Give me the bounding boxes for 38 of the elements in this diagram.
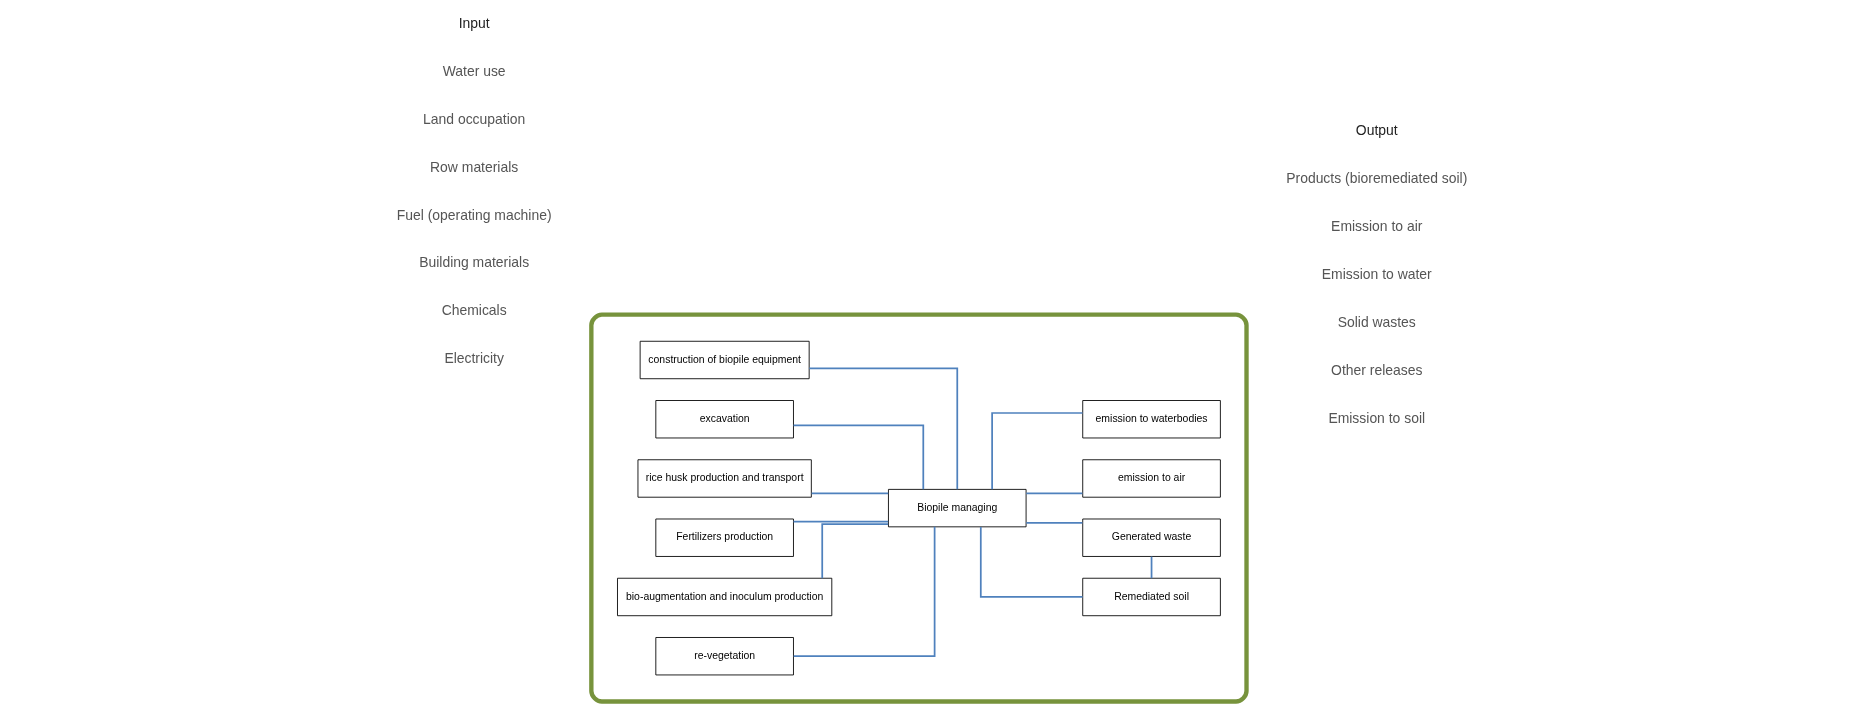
label: Emission to air	[1331, 217, 1423, 234]
label: Electricity	[444, 350, 504, 367]
label: Solid wastes	[1337, 313, 1416, 330]
node-box: excavation	[655, 400, 794, 439]
label: Output	[1355, 122, 1398, 139]
cluster	[589, 312, 1249, 704]
label: Input	[458, 14, 490, 31]
label: Other releases	[1331, 361, 1423, 378]
connector	[1025, 522, 1084, 524]
label: Building materials	[419, 254, 530, 271]
node-box: bio-augmentation and inoculum production	[617, 577, 833, 617]
label: Fuel (operating machine)	[396, 206, 552, 223]
connector	[979, 526, 1084, 598]
node-box: Remediated soil	[1082, 577, 1221, 617]
label: Emission to water	[1321, 265, 1432, 282]
connector	[821, 523, 890, 580]
node-box: construction of biopile equipment	[639, 340, 810, 380]
connector	[792, 520, 890, 523]
label: Land occupation	[423, 110, 526, 127]
connector	[1150, 555, 1153, 580]
node-box: re-vegetation	[655, 637, 794, 676]
label: Emission to soil	[1328, 409, 1426, 426]
connector	[792, 526, 936, 658]
node-box: emission to air	[1082, 459, 1221, 498]
label: Row materials	[430, 158, 519, 175]
connector	[1025, 492, 1084, 495]
connector	[991, 412, 1084, 491]
node-box: Generated waste	[1082, 518, 1221, 557]
node-box: Fertilizers production	[655, 518, 794, 557]
label: Water use	[442, 62, 506, 79]
connector	[810, 492, 890, 495]
label: Products (bioremediated soil)	[1286, 169, 1468, 186]
node-box: rice husk production and transport	[637, 459, 812, 498]
connector	[792, 424, 925, 491]
connector	[808, 367, 959, 491]
node-box: Biopile managing	[888, 488, 1027, 528]
node-box: emission to waterbodies	[1082, 400, 1221, 439]
label: Chemicals	[441, 302, 507, 319]
